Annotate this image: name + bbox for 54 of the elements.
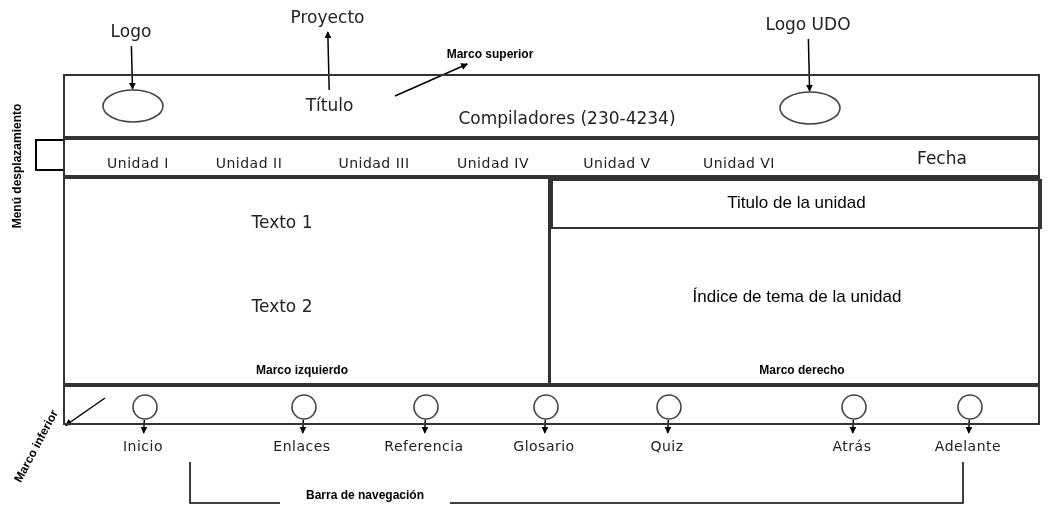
- arrow: [805, 38, 813, 92]
- right-frame-panel: [549, 177, 1040, 385]
- arrow: [324, 31, 332, 91]
- annotation-label: Logo UDO: [753, 9, 863, 39]
- header-text: Fecha: [897, 144, 987, 172]
- content-text: Texto 2: [250, 296, 314, 318]
- arrow: [394, 63, 469, 97]
- frame-caption: Marco izquierdo: [255, 363, 349, 379]
- header-text: Unidad II: [196, 150, 302, 176]
- frame-caption: Marco derecho: [758, 363, 846, 379]
- header-text: Unidad VI: [683, 150, 795, 176]
- arrow: [849, 419, 857, 434]
- content-text: Texto 1: [250, 212, 314, 234]
- arrow: [140, 419, 148, 434]
- arrow: [421, 419, 429, 434]
- section-title: Titulo de la unidad: [726, 193, 867, 214]
- arrow: [299, 419, 307, 434]
- annotation-label: Atrás: [814, 433, 890, 459]
- callout-label: Marco superior: [425, 44, 555, 64]
- annotation-label: Referencia: [364, 433, 484, 459]
- arrow: [664, 419, 672, 434]
- header-text: Unidad I: [90, 150, 186, 176]
- nav-button-circle: [413, 394, 439, 420]
- annotation-label: Inicio: [108, 433, 178, 459]
- arrow: [965, 419, 973, 434]
- annotation-label: Logo: [76, 16, 186, 46]
- content-text: Índice de tema de la unidad: [691, 287, 903, 308]
- annotation-label: Glosario: [496, 433, 592, 459]
- nav-button-circle: [132, 394, 158, 420]
- arrow: [64, 397, 106, 427]
- nav-button-circle: [957, 394, 983, 420]
- top-frame-band: [63, 74, 1040, 138]
- header-text: Título: [287, 90, 372, 120]
- unit-title-row: [551, 179, 1042, 229]
- annotation-label: Enlaces: [262, 433, 342, 459]
- nav-button-circle: [533, 394, 559, 420]
- nav-button-circle: [656, 394, 682, 420]
- arrow: [541, 419, 549, 434]
- nav-button-circle: [841, 394, 867, 420]
- header-text: Unidad III: [315, 150, 433, 176]
- bottom-frame-band: [63, 385, 1040, 425]
- header-text: Compiladores (230-4234): [412, 103, 722, 133]
- oval-shape: [779, 91, 841, 125]
- side-label: Menú desplazamiento: [9, 102, 25, 231]
- left-frame-panel: [63, 177, 550, 385]
- annotation-label: Quiz: [637, 433, 697, 459]
- header-text: Unidad V: [562, 150, 672, 176]
- oval-shape: [102, 89, 164, 123]
- arrow: [128, 45, 136, 90]
- annotation-label: Proyecto: [245, 2, 410, 32]
- nav-button-circle: [291, 394, 317, 420]
- header-text: Unidad IV: [438, 150, 548, 176]
- annotation-label: Adelante: [918, 433, 1018, 459]
- menu-band: [63, 138, 1040, 177]
